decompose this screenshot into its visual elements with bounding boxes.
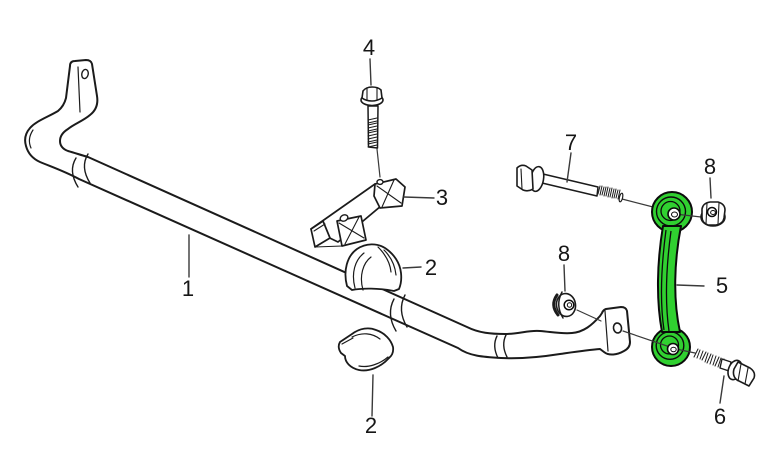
callout-label-8-right[interactable]: 8 xyxy=(704,154,716,179)
bushing-upper-ribs xyxy=(352,246,397,291)
part-nut-8-left[interactable] xyxy=(552,291,577,319)
leader-callout-8-left xyxy=(563,264,566,292)
callout-label-3[interactable]: 3 xyxy=(436,185,448,210)
leader-callout-6 xyxy=(719,375,725,404)
leader-callout-2-upper xyxy=(402,266,422,269)
link-lower-eye-ring xyxy=(655,331,685,361)
part-bolt-4[interactable] xyxy=(360,86,384,178)
bar-collar-left xyxy=(71,153,91,188)
bar-end-bracket-hole xyxy=(612,322,623,334)
part-nut-8-right[interactable] xyxy=(700,201,726,227)
leader-callout-4 xyxy=(369,58,372,86)
nut8l-flange-thick xyxy=(552,293,560,317)
bolt4-assembly-line xyxy=(376,148,381,178)
nut8l-hole-inner xyxy=(566,302,573,308)
part-bolt-6[interactable] xyxy=(693,348,756,387)
barhole-to-eye-assembly-line xyxy=(622,330,671,348)
bolt7-shaft xyxy=(541,173,599,197)
bolt4-head-facets xyxy=(366,87,378,101)
bolt7-tip xyxy=(618,192,624,203)
link-shaft-shading xyxy=(660,229,672,332)
leader-callout-3 xyxy=(403,196,435,199)
bar-end-tab-hole xyxy=(81,68,89,80)
bar-tab-crease xyxy=(77,66,81,113)
stabilizer-bar-outline xyxy=(24,59,631,360)
bolt4-threads xyxy=(367,117,378,148)
nut8r-facets xyxy=(705,202,720,225)
bushing-upper-body xyxy=(344,243,403,292)
link-upper-hub xyxy=(667,207,681,221)
bracket-left-foot xyxy=(310,220,331,248)
bracket-lower-jaw-brace xyxy=(338,216,365,245)
link-hubs xyxy=(666,207,681,356)
bolt4-hex-head xyxy=(361,86,383,102)
bolt7-assembly-line xyxy=(621,198,658,209)
callout-label-5[interactable]: 5 xyxy=(716,273,728,298)
bushing-lower-body xyxy=(337,327,395,372)
bar-loop-shading xyxy=(28,129,34,149)
callout-label-4[interactable]: 4 xyxy=(363,35,375,60)
bolt7-threads xyxy=(597,185,621,200)
callout-label-6[interactable]: 6 xyxy=(714,404,726,429)
nut8r-hole-inner xyxy=(710,210,716,215)
leader-callout-7 xyxy=(566,152,572,183)
nut8l-hole xyxy=(563,299,575,311)
bolt6-hex-head xyxy=(732,361,756,387)
part-bushing-upper[interactable] xyxy=(344,243,403,292)
leader-callout-8-right xyxy=(709,177,712,199)
leader-callout-2-lower xyxy=(371,374,374,417)
link-upper-eye-ring xyxy=(655,196,687,227)
link-lower-hub-bore xyxy=(670,346,677,353)
callout-label-7[interactable]: 7 xyxy=(565,130,577,155)
part-bushing-lower[interactable] xyxy=(337,327,395,372)
callout-label-1[interactable]: 1 xyxy=(182,276,194,301)
bar-ring-mid xyxy=(389,294,408,332)
callout-label-2-lower[interactable]: 2 xyxy=(365,413,377,438)
link-lower-hub xyxy=(666,342,680,356)
bracket-right-jaw-brace xyxy=(376,179,402,208)
bolt6-head-facets xyxy=(737,363,749,385)
callout-labels: 1 2 2 3 4 5 6 7 8 8 xyxy=(182,35,728,438)
bracket-foot-lines xyxy=(313,223,343,248)
callout-leaders xyxy=(188,58,725,417)
nut8l-flange-edge xyxy=(558,291,564,319)
callout-label-8-left[interactable]: 8 xyxy=(558,241,570,266)
bar-ring-right xyxy=(494,334,508,359)
bolt7-head-facet xyxy=(520,168,523,190)
link-upper-hub-bore xyxy=(671,211,678,218)
part-bracket[interactable] xyxy=(310,178,406,248)
bolt7-hex-head xyxy=(516,164,534,192)
bracket-bolt-hole xyxy=(376,178,384,186)
callout-label-2-upper[interactable]: 2 xyxy=(425,255,437,280)
bushing-lower-lines xyxy=(341,333,389,368)
part-stabilizer-bar[interactable] xyxy=(24,59,631,360)
nut8-left-assembly-line xyxy=(576,309,602,322)
bracket-face-hole xyxy=(339,214,349,222)
bar-end-bracket-fold xyxy=(604,310,609,352)
part-bolt-7[interactable] xyxy=(516,164,658,209)
leader-callout-5 xyxy=(676,284,705,287)
bolt6-threads xyxy=(693,348,725,369)
